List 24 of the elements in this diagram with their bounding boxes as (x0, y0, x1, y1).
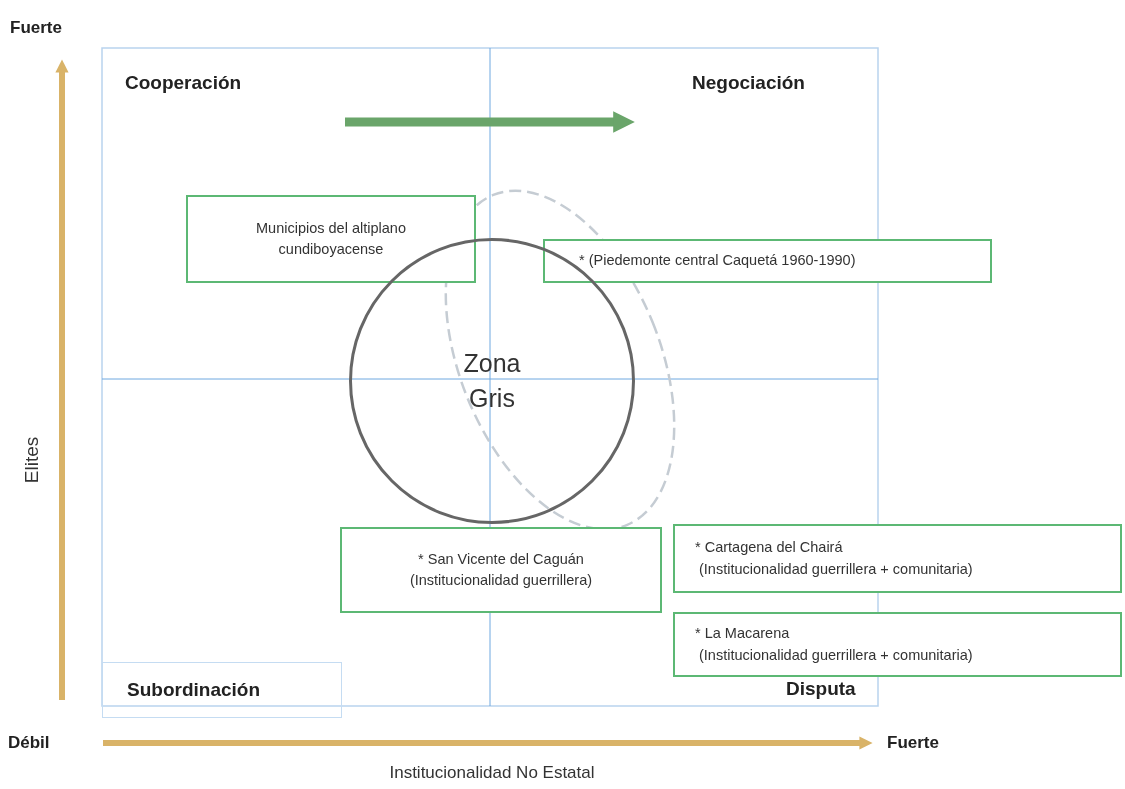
axis-end-label: Fuerte (10, 18, 62, 38)
axis-end-label: Fuerte (887, 733, 939, 753)
quadrant-label-box (102, 662, 342, 718)
quadrant-title: Disputa (786, 678, 856, 700)
case-box (186, 195, 476, 283)
case-text: Municipios del altiplano cundiboyacense (255, 219, 407, 259)
zone-label: Zona Gris (462, 348, 522, 414)
axis-end-label: Débil (8, 733, 50, 753)
case-text: (Institucionalidad guerrillera) (409, 571, 593, 590)
quadrant-title: Subordinación (126, 679, 260, 701)
case-box (340, 527, 662, 613)
case-box (673, 612, 1122, 677)
case-box (543, 239, 992, 283)
axis-title: Institucionalidad No Estatal (389, 763, 595, 783)
quadrant-title: Cooperación (125, 72, 242, 94)
case-text: * (Piedemonte central Caquetá 1960-1990) (579, 251, 856, 271)
quadrant-title: Negociación (692, 72, 805, 94)
case-box (673, 524, 1122, 593)
case-text: * La Macarena (695, 624, 790, 644)
case-text: (Institucionalidad guerrillera + comunitaria) (698, 645, 973, 665)
axis-title: Elites (21, 436, 43, 484)
case-text: * San Vicente del Caguán (418, 550, 584, 569)
case-text: (Institucionalidad guerrillera + comunitaria) (698, 559, 973, 579)
case-text: * Cartagena del Chairá (695, 538, 843, 558)
